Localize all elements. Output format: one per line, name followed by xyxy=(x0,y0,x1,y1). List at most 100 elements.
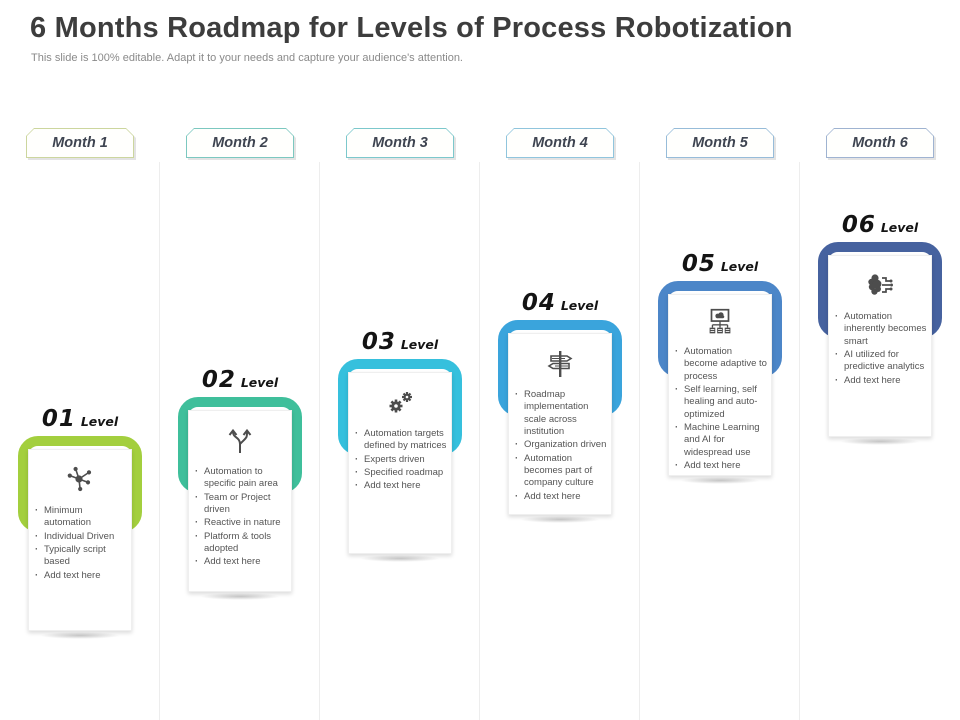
column-divider xyxy=(159,162,160,720)
bullet-item: Typically script based xyxy=(35,544,127,569)
signpost-icon xyxy=(509,334,611,387)
level-card-block-1: 01 Level xyxy=(18,406,142,666)
level-card[interactable]: Automation inherently becomes smart AI u… xyxy=(828,255,932,437)
bullet-list: Roadmap implementation scale across inst… xyxy=(515,389,607,503)
level-word: Level xyxy=(560,298,599,313)
bullet-item: Add text here xyxy=(355,480,447,493)
level-number: 03 xyxy=(361,329,396,355)
card-shadow xyxy=(520,516,600,523)
bullet-list: Automation to specific pain area Team or… xyxy=(195,466,287,569)
bullet-item: Organization driven xyxy=(515,439,607,452)
bullet-item: Automation inherently becomes smart xyxy=(835,311,927,348)
bullet-item: Specified roadmap xyxy=(355,467,447,480)
bullet-list: Automation become adaptive to process Se… xyxy=(675,346,767,473)
month-label: Month 5 xyxy=(692,135,748,151)
level-card[interactable]: Roadmap implementation scale across inst… xyxy=(508,333,612,515)
month-header-3[interactable]: Month 3 xyxy=(346,128,454,158)
column-divider xyxy=(799,162,800,720)
level-word: Level xyxy=(400,337,439,352)
month-label: Month 2 xyxy=(212,135,268,151)
bullet-item: Reactive in nature xyxy=(195,517,287,530)
bullet-item: Automation targets defined by matrices xyxy=(355,428,447,453)
level-card-block-5: 05 Level xyxy=(658,251,782,511)
bullet-item: Add text here xyxy=(835,375,927,388)
month-box-fill xyxy=(187,129,293,157)
month-label: Month 4 xyxy=(532,135,588,151)
bullet-item: Add text here xyxy=(675,460,767,473)
bullet-item: Machine Learning and AI for widespread u… xyxy=(675,422,767,459)
level-number: 04 xyxy=(521,290,556,316)
bracket-wrap: Roadmap implementation scale across inst… xyxy=(498,320,622,550)
month-box-fill xyxy=(667,129,773,157)
month-label: Month 1 xyxy=(52,135,108,151)
level-number: 06 xyxy=(841,212,876,238)
column-divider xyxy=(319,162,320,720)
month-header-6[interactable]: Month 6 xyxy=(826,128,934,158)
card-shadow xyxy=(680,477,760,484)
bracket-wrap: Automation targets defined by matrices E… xyxy=(338,359,462,589)
level-card[interactable]: Automation to specific pain area Team or… xyxy=(188,410,292,592)
level-heading: 03 Level xyxy=(338,329,462,359)
month-header-2[interactable]: Month 2 xyxy=(186,128,294,158)
bullet-item: AI utilized for predictive analytics xyxy=(835,349,927,374)
bullet-list: Automation targets defined by matrices E… xyxy=(355,428,447,493)
card-shadow xyxy=(840,438,920,445)
month-header-5[interactable]: Month 5 xyxy=(666,128,774,158)
hub-network-icon xyxy=(29,450,131,503)
column-month-6: Month 6 06 Level xyxy=(800,0,960,720)
bullet-item: Add text here xyxy=(515,491,607,504)
level-word: Level xyxy=(720,259,759,274)
column-month-3: Month 3 03 Level xyxy=(320,0,480,720)
page-subtitle: This slide is 100% editable. Adapt it to… xyxy=(31,52,463,64)
bullet-item: Automation become adaptive to process xyxy=(675,346,767,383)
gears-icon xyxy=(349,373,451,426)
level-card-block-6: 06 Level xyxy=(818,212,942,472)
bullet-item: Roadmap implementation scale across inst… xyxy=(515,389,607,438)
bullet-item: Experts driven xyxy=(355,454,447,467)
level-card[interactable]: Minimum automation Individual Driven Typ… xyxy=(28,449,132,631)
cloud-automation-icon xyxy=(669,295,771,344)
bullet-item: Team or Project driven xyxy=(195,492,287,517)
column-divider xyxy=(479,162,480,720)
month-label: Month 6 xyxy=(852,135,908,151)
month-header-1[interactable]: Month 1 xyxy=(26,128,134,158)
card-shadow xyxy=(40,632,120,639)
bullet-item: Automation becomes part of company cultu… xyxy=(515,453,607,490)
ai-brain-icon xyxy=(829,256,931,309)
month-header-4[interactable]: Month 4 xyxy=(506,128,614,158)
card-shadow xyxy=(360,555,440,562)
bracket-wrap: Automation become adaptive to process Se… xyxy=(658,281,782,511)
bullet-list: Automation inherently becomes smart AI u… xyxy=(835,311,927,387)
level-word: Level xyxy=(880,220,919,235)
page-title: 6 Months Roadmap for Levels of Process R… xyxy=(30,12,793,44)
column-month-4: Month 4 04 Level xyxy=(480,0,640,720)
level-heading: 04 Level xyxy=(498,290,622,320)
level-number: 02 xyxy=(201,367,236,393)
bullet-item: Minimum automation xyxy=(35,505,127,530)
column-month-1: Month 1 01 Level xyxy=(0,0,160,720)
month-box-fill xyxy=(507,129,613,157)
level-heading: 01 Level xyxy=(18,406,142,436)
card-shadow xyxy=(200,593,280,600)
bracket-wrap: Automation to specific pain area Team or… xyxy=(178,397,302,627)
level-word: Level xyxy=(80,414,119,429)
bullet-item: Individual Driven xyxy=(35,531,127,544)
bullet-item: Automation to specific pain area xyxy=(195,466,287,491)
month-box-fill xyxy=(347,129,453,157)
level-number: 05 xyxy=(681,251,716,277)
bullet-list: Minimum automation Individual Driven Typ… xyxy=(35,505,127,582)
level-card[interactable]: Automation become adaptive to process Se… xyxy=(668,294,772,476)
bracket-wrap: Minimum automation Individual Driven Typ… xyxy=(18,436,142,666)
level-card[interactable]: Automation targets defined by matrices E… xyxy=(348,372,452,554)
split-arrow-icon xyxy=(189,411,291,464)
bullet-item: Self learning, self healing and auto-opt… xyxy=(675,384,767,421)
level-card-block-4: 04 Level xyxy=(498,290,622,550)
bullet-item: Platform & tools adopted xyxy=(195,531,287,556)
column-divider xyxy=(639,162,640,720)
bracket-wrap: Automation inherently becomes smart AI u… xyxy=(818,242,942,472)
level-number: 01 xyxy=(41,406,76,432)
